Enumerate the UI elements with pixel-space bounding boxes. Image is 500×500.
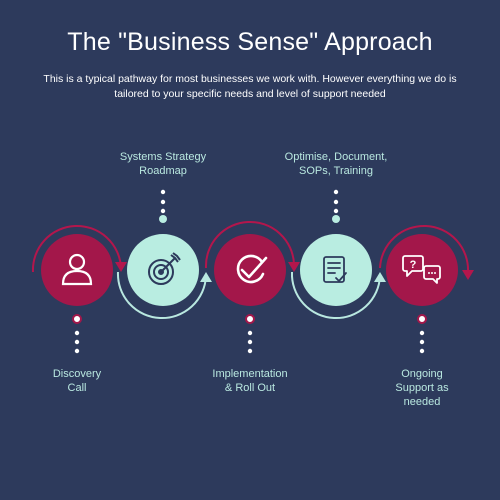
document-checklist-icon <box>323 256 347 283</box>
arc-step2-bottom <box>116 271 207 319</box>
arc-step5-top <box>379 225 470 273</box>
step3-circle <box>214 234 286 306</box>
person-icon <box>61 253 93 286</box>
arrow-head-1 <box>115 262 127 272</box>
connector-step2 <box>159 189 167 223</box>
arc-step4-bottom <box>290 271 381 319</box>
connector-step1 <box>72 314 82 354</box>
arc-step3-top <box>204 221 295 269</box>
page-subtitle: This is a typical pathway for most busin… <box>43 73 457 100</box>
arrow-head-3 <box>288 262 300 272</box>
page-title: The "Business Sense" Approach <box>67 28 433 56</box>
arrow-head-2 <box>200 272 212 282</box>
target-icon <box>148 252 181 285</box>
step-label-discovery-call: Discovery Call <box>52 368 102 394</box>
connector-step4 <box>332 189 340 223</box>
connector-step3 <box>245 314 255 354</box>
step-label-implementation: Implementation & Roll Out <box>212 368 288 394</box>
connector-step5 <box>417 314 427 354</box>
chat-question-icon: ? <box>402 255 441 284</box>
svg-text:?: ? <box>410 259 417 271</box>
step4-circle <box>300 234 372 306</box>
arrow-head-4 <box>374 272 386 282</box>
arrow-head-5 <box>462 270 474 280</box>
step-label-ongoing-support: Ongoing Support as needed <box>395 368 449 408</box>
arc-step1-top <box>31 225 122 273</box>
step-label-systems-strategy: Systems Strategy Roadmap <box>119 151 207 177</box>
step-label-optimise: Optimise, Document, SOPs, Training <box>284 151 388 177</box>
check-badge-icon <box>236 254 268 284</box>
